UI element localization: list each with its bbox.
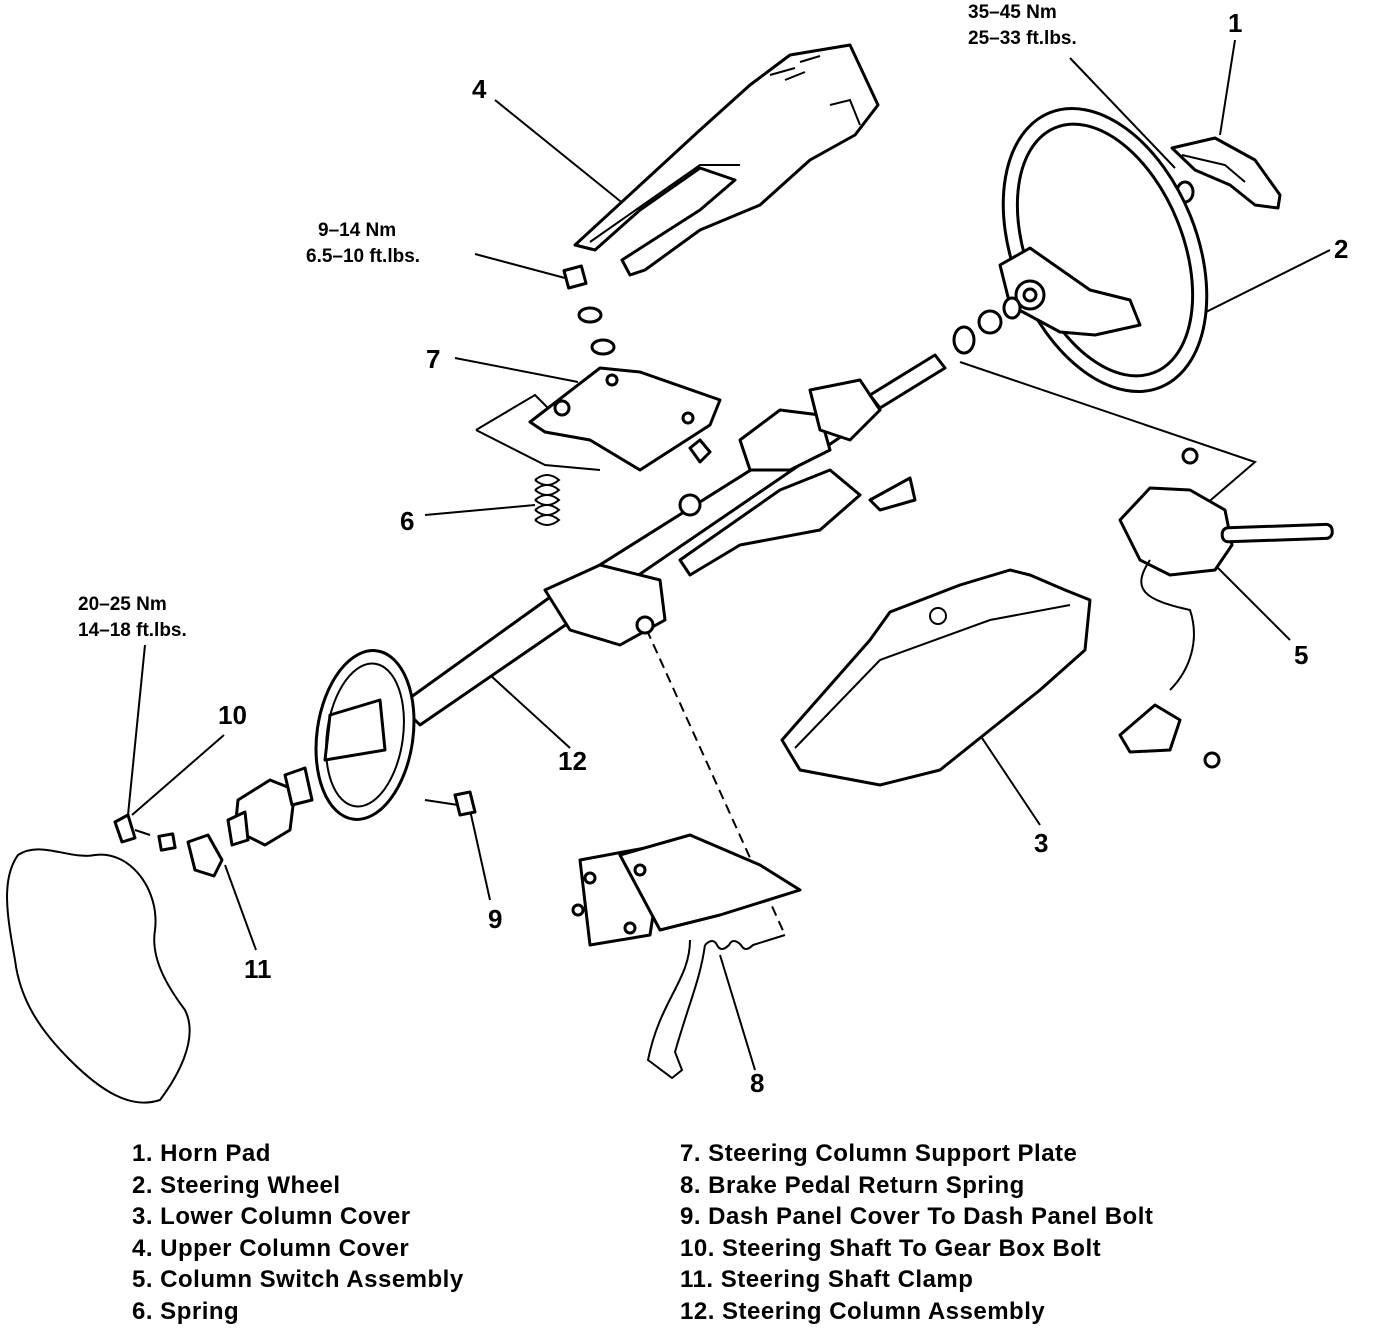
torque-support-nm: 9–14 Nm: [318, 220, 396, 241]
legend-item-1: 1. Horn Pad: [132, 1140, 271, 1167]
callout-1: 1: [1228, 8, 1242, 38]
legend-left-column: 1. Horn Pad 2. Steering Wheel 3. Lower C…: [132, 1138, 464, 1327]
torque-horn-pad-nm: 35–45 Nm: [968, 2, 1057, 23]
torque-gearbox-nm: 20–25 Nm: [78, 594, 167, 615]
gear-box-bolt-part: [113, 813, 177, 852]
legend-item-10: 10. Steering Shaft To Gear Box Bolt: [680, 1234, 1102, 1262]
support-plate-part: [528, 366, 722, 472]
support-nut-part: [562, 264, 616, 356]
callout-9: 9: [488, 904, 502, 934]
exploded-view-diagram: 35–45 Nm 25–33 ft.lbs. 9–14 Nm 6.5–10 ft…: [6, 2, 1348, 1104]
legend-item-4: 4. Upper Column Cover: [132, 1234, 410, 1262]
callout-4: 4: [472, 74, 487, 104]
legend-right-column: 7. Steering Column Support Plate 8. Brak…: [680, 1138, 1153, 1327]
legend-item-11: 11. Steering Shaft Clamp: [680, 1266, 974, 1293]
legend-item-5: 5. Column Switch Assembly: [132, 1266, 464, 1293]
dash-bolt-part: [424, 790, 477, 817]
lower-column-cover-part: [780, 568, 1092, 787]
callout-3: 3: [1034, 828, 1048, 858]
spring-part: [534, 474, 561, 526]
legend-item-3: 3. Lower Column Cover: [132, 1203, 411, 1230]
callout-8: 8: [750, 1068, 764, 1098]
callout-7: 7: [426, 344, 440, 374]
shaft-clamp-part: [186, 833, 224, 878]
legend-item-12: 12. Steering Column Assembly: [680, 1297, 1046, 1325]
firewall-outline: [6, 848, 191, 1104]
torque-support-ftlbs: 6.5–10 ft.lbs.: [306, 246, 420, 267]
legend-item-7: 7. Steering Column Support Plate: [680, 1140, 1078, 1167]
legend-item-9: 9. Dash Panel Cover To Dash Panel Bolt: [680, 1203, 1154, 1230]
callout-11: 11: [244, 954, 272, 984]
legend-item-2: 2. Steering Wheel: [132, 1171, 341, 1199]
upper-column-cover-part: [573, 43, 880, 277]
callout-2: 2: [1334, 234, 1348, 264]
callout-12: 12: [558, 746, 587, 776]
legend-item-6: 6. Spring: [132, 1297, 240, 1325]
callout-10: 10: [218, 700, 247, 730]
floor-flange-part: [314, 649, 416, 821]
torque-gearbox-ftlbs: 14–18 ft.lbs.: [78, 620, 187, 641]
legend-item-8: 8. Brake Pedal Return Spring: [680, 1171, 1025, 1199]
column-switch-part: [1118, 447, 1334, 769]
torque-horn-pad-ftlbs: 25–33 ft.lbs.: [968, 28, 1077, 49]
brake-pedal-part: [571, 833, 802, 1080]
steering-wheel-part: [952, 107, 1209, 393]
callout-6: 6: [400, 506, 414, 536]
lower-shaft-part: [226, 766, 314, 847]
callout-5: 5: [1294, 640, 1308, 670]
steering-column-part: [398, 353, 947, 727]
